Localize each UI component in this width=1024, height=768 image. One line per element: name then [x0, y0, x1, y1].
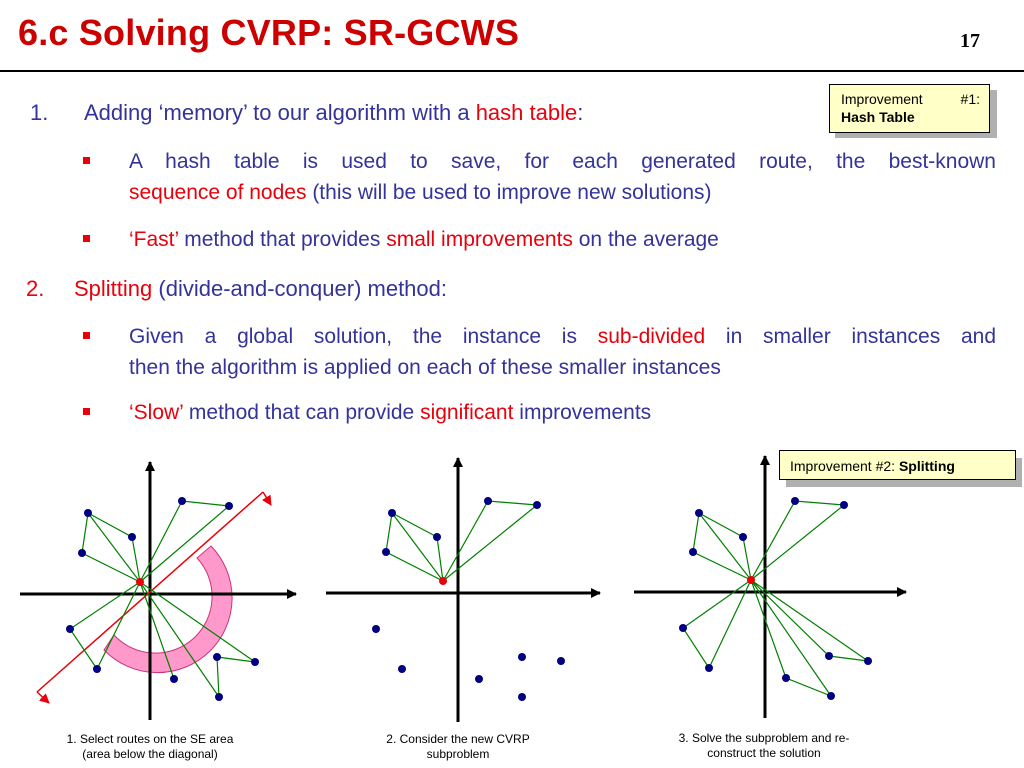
caption-1: 1. Select routes on the SE area (area be… [40, 732, 260, 762]
item-number: 2. [26, 276, 45, 301]
caption-line: (area below the diagonal) [82, 747, 218, 761]
bullet-text: method that can provide [183, 401, 421, 424]
item-text-end: : [577, 100, 584, 125]
bullet-marker [83, 408, 90, 415]
bullet-marker [83, 332, 90, 339]
bullet-highlight: sub-divided [597, 325, 706, 348]
bullet-marker [83, 157, 90, 164]
diagonal-line [36, 491, 264, 693]
bullet-highlight: sequence of nodes [129, 181, 307, 204]
list-item-2: 2. [26, 276, 44, 302]
depot-node [747, 576, 755, 584]
diagram-select-routes [20, 461, 297, 720]
diagonal-arrow-down [36, 691, 50, 704]
item-text: Adding ‘memory’ to our algorithm with a [84, 100, 476, 125]
callout-splitting: Improvement #2: Splitting [779, 450, 1016, 480]
caption-line: subproblem [426, 747, 490, 761]
customer-nodes [66, 497, 259, 701]
list-item-1: 1. [30, 100, 48, 126]
diagram-subproblem [326, 457, 601, 722]
callout-text: Improvement #2: [790, 458, 899, 474]
item-highlight: Splitting [74, 276, 153, 301]
bullet-2-1: Given a global solution, the instance is… [129, 321, 996, 383]
callout-text: #1: [960, 91, 980, 107]
item-number: 1. [30, 100, 49, 125]
bullet-highlight: ‘Slow’ [129, 401, 184, 424]
depot-node [439, 577, 447, 585]
bullet-marker [83, 235, 90, 242]
callout-line: Improvement #1: [841, 90, 980, 108]
caption-line: 2. Consider the new CVRP [386, 732, 530, 746]
caption-3: 3. Solve the subproblem and re- construc… [654, 731, 874, 761]
bullet-highlight: significant [420, 401, 514, 424]
bullet-text: method that provides [178, 228, 387, 251]
item-text: (divide-and-conquer) method: [152, 276, 447, 301]
caption-line: 3. Solve the subproblem and re- [678, 731, 850, 745]
caption-2: 2. Consider the new CVRP subproblem [348, 732, 568, 762]
callout-bold: Hash Table [841, 109, 915, 125]
list-item-2-text: Splitting (divide-and-conquer) method: [74, 276, 447, 302]
page-number: 17 [960, 30, 980, 52]
bullet-1-1: A hash table is used to save, for each g… [129, 146, 996, 208]
customer-nodes [372, 497, 565, 701]
se-region [103, 545, 233, 674]
title-divider [0, 70, 1024, 72]
bullet-highlight: ‘Fast’ [129, 228, 179, 251]
bullet-line: A hash table is used to save, for each g… [129, 150, 996, 173]
caption-line: construct the solution [707, 746, 821, 760]
customer-nodes [679, 497, 872, 700]
depot-node [136, 578, 144, 586]
bullet-text: Given a global solution, the instance is [129, 325, 598, 348]
callout-bold: Splitting [898, 458, 955, 474]
bullet-line: Given a global solution, the instance is… [129, 321, 996, 352]
callout-hash-table: Improvement #1: Hash Table [829, 84, 990, 133]
bullet-2-2: ‘Slow’ method that can provide significa… [129, 397, 996, 428]
bullet-text: in smaller instances and [705, 325, 996, 348]
bullet-text: on the average [572, 228, 719, 251]
slide-title: 6.c Solving CVRP: SR-GCWS [18, 12, 520, 53]
list-item-1-text: Adding ‘memory’ to our algorithm with a … [84, 100, 583, 126]
diagonal-arrow-up [262, 491, 272, 506]
bullet-text: improvements [513, 401, 652, 424]
bullet-text: then the algorithm is applied on each of… [129, 356, 721, 379]
item-highlight: hash table [475, 100, 578, 125]
bullet-text: (this will be used to improve new soluti… [306, 181, 712, 204]
bullet-1-2: ‘Fast’ method that provides small improv… [129, 224, 996, 255]
bullet-highlight: small improvements [386, 228, 573, 251]
callout-text: Improvement [841, 91, 923, 107]
diagram-solution [634, 455, 907, 718]
routes [385, 500, 539, 582]
caption-line: 1. Select routes on the SE area [66, 732, 234, 746]
